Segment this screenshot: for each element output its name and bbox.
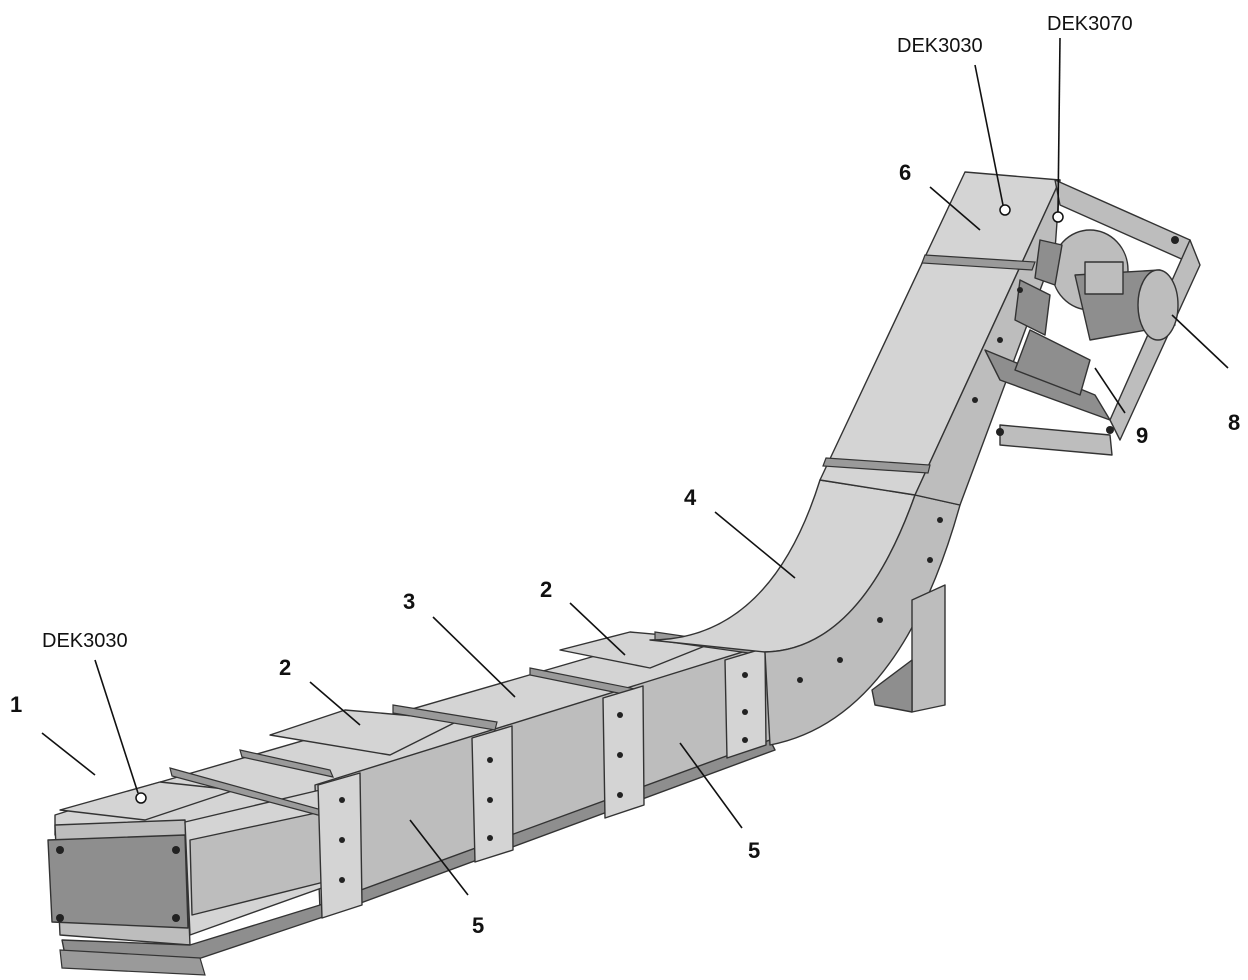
callout-2-left: 2 xyxy=(279,655,291,680)
drive-unit xyxy=(984,179,1201,456)
conveyor-curved-section xyxy=(649,479,961,746)
callout-9: 9 xyxy=(1136,423,1148,448)
callout-8: 8 xyxy=(1228,410,1240,435)
callout-5-left: 5 xyxy=(472,913,484,938)
callout-5-right: 5 xyxy=(748,838,760,863)
dek3030-right-marker xyxy=(999,204,1011,216)
conveyor-horizontal-section xyxy=(47,631,776,976)
dek3030-left-label: DEK3030 xyxy=(42,630,128,652)
callout-6: 6 xyxy=(899,160,911,185)
dek3030-left-marker xyxy=(135,792,147,804)
bolt-pattern xyxy=(56,236,1179,922)
callout-3: 3 xyxy=(403,589,415,614)
dek3070-marker xyxy=(1052,211,1064,223)
dek3030-right-label: DEK3030 xyxy=(897,35,983,57)
callout-1: 1 xyxy=(10,692,22,717)
dek3070-label: DEK3070 xyxy=(1047,13,1133,35)
callout-2-right: 2 xyxy=(540,577,552,602)
callout-4: 4 xyxy=(684,485,697,510)
conveyor-incline-section xyxy=(819,171,1061,506)
leader-lines xyxy=(41,37,1229,896)
